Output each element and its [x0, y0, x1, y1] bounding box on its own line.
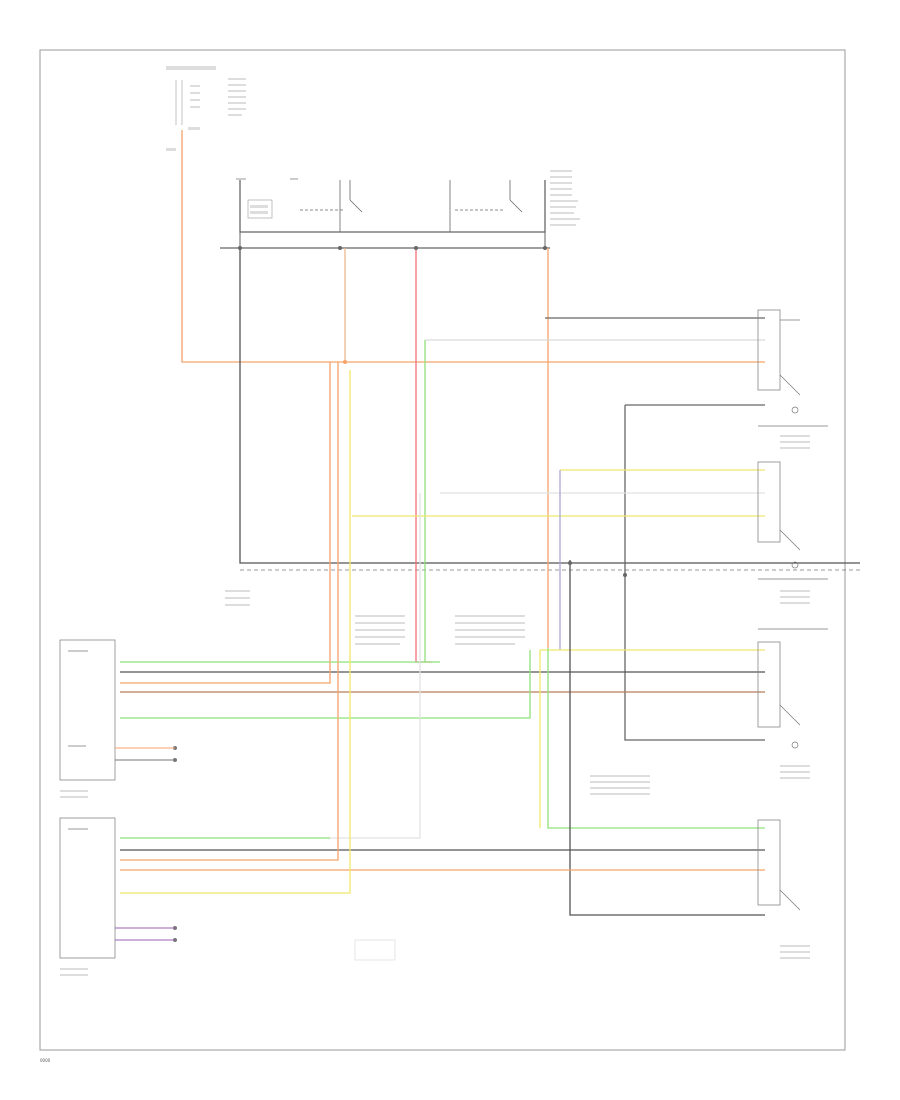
- footer-code: 0000: [40, 1058, 51, 1063]
- right-door-connector: [59, 817, 177, 976]
- left-door-connector: [59, 639, 177, 798]
- right-switch-4: [757, 819, 810, 959]
- center-module-labels: [225, 590, 650, 961]
- right-switch-2: [757, 461, 828, 604]
- wire-harness: [120, 130, 860, 916]
- power-source-block: [166, 66, 246, 151]
- orange-feed-wire: [181, 130, 765, 363]
- diagram-frame: [39, 49, 846, 1051]
- right-switch-3: [757, 628, 828, 779]
- red-wire: [415, 248, 432, 663]
- splice-points: [238, 246, 627, 577]
- right-switch-1: [757, 309, 828, 449]
- ground-wire: [239, 248, 860, 564]
- relay-assembly: [220, 170, 580, 249]
